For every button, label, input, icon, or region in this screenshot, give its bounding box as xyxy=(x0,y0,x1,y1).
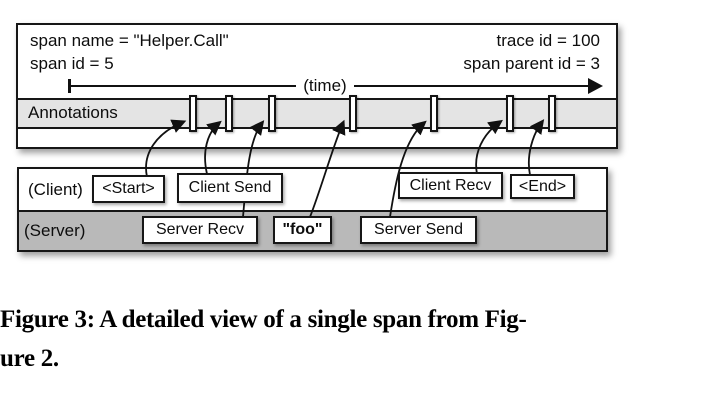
annotation-tick xyxy=(548,95,556,132)
time-axis-line-left xyxy=(68,85,296,87)
annotation-tick xyxy=(225,95,233,132)
time-axis-line-right xyxy=(354,85,588,87)
figure-caption-line-2: ure 2. xyxy=(0,345,59,372)
annotations-band: Annotations xyxy=(18,98,616,129)
annotations-band-label: Annotations xyxy=(28,103,118,122)
trace-id-line: trace id = 100 xyxy=(496,31,601,50)
client-row-label: (Client) xyxy=(28,180,83,199)
span-box: span name = "Helper.Call" span id = 5 tr… xyxy=(16,23,618,149)
span-id-line: span id = 5 xyxy=(30,54,114,73)
annotation-box-client-recv: Client Recv xyxy=(398,172,503,199)
annotation-tick xyxy=(268,95,276,132)
annotation-box-server-recv: Server Recv xyxy=(142,216,258,244)
span-info-left: span name = "Helper.Call" span id = 5 xyxy=(30,29,229,75)
annotation-box-end: <End> xyxy=(510,174,575,199)
annotation-box-server-send: Server Send xyxy=(360,216,477,244)
span-info-right: trace id = 100 span parent id = 3 xyxy=(463,29,600,75)
time-axis-arrowhead-icon xyxy=(588,78,603,94)
figure-caption-line-1: Figure 3: A detailed view of a single sp… xyxy=(0,306,527,333)
annotation-tick xyxy=(189,95,197,132)
annotation-box-client-send: Client Send xyxy=(177,173,283,203)
annotation-box-start: <Start> xyxy=(92,175,165,203)
annotation-tick xyxy=(349,95,357,132)
span-parent-id-line: span parent id = 3 xyxy=(463,54,600,73)
annotation-tick xyxy=(430,95,438,132)
annotation-tick xyxy=(506,95,514,132)
span-name-line: span name = "Helper.Call" xyxy=(30,31,229,50)
figure-caption: Figure 3: A detailed view of a single sp… xyxy=(0,300,700,378)
time-axis-label: (time) xyxy=(303,76,347,95)
server-row-label: (Server) xyxy=(24,221,86,240)
annotation-box-foo: "foo" xyxy=(273,216,332,244)
